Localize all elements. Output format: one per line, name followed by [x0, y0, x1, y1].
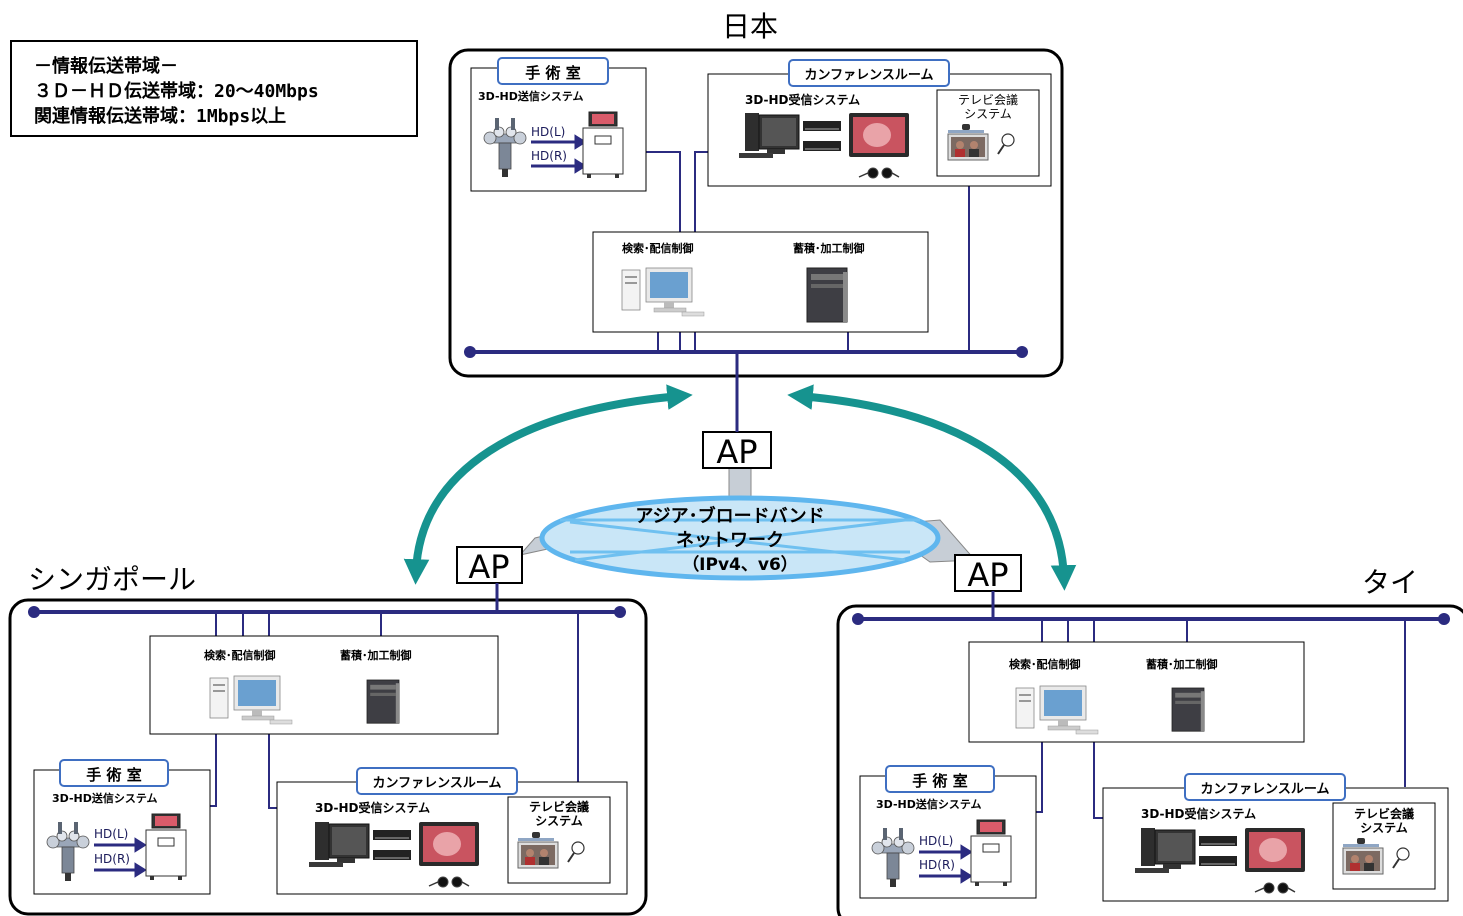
legend-3dhd-bandwidth: ３Ｄ－ＨＤ伝送帯域：20～40Mbps — [34, 80, 319, 102]
ap-label: AP — [967, 556, 1008, 594]
conference-room: カンファレンスルーム 3D-HD受信システム テレビ会議 システム — [707, 59, 1052, 187]
ap-label: AP — [716, 433, 757, 471]
link-arrow-japan-thailand — [787, 384, 1077, 591]
receiver-system-label: 3D-HD受信システム — [745, 92, 860, 107]
operating-room: 手 術 室 3D-HD送信システム HD(L) HD(R) — [859, 765, 1037, 899]
link-arrow-japan-singapore — [403, 384, 693, 585]
sender-system-label: 3D-HD送信システム — [52, 791, 158, 805]
tv-conference-label-line1: テレビ会議 — [529, 799, 589, 814]
tv-conference-label-line2: システム — [1360, 821, 1408, 835]
receiver-system-label: 3D-HD受信システム — [315, 800, 430, 815]
storage-control-label: 蓄積･加工制御 — [340, 648, 412, 662]
conference-room: カンファレンスルーム 3D-HD受信システム テレビ会議 システム — [276, 767, 628, 895]
storage-server-icon — [1171, 687, 1205, 732]
site-thailand: 検索･配信制御 蓄積･加工制御 手 術 室 3D-HD送信システム HD(L) … — [836, 591, 1463, 916]
hd-left-label: HD(L) — [919, 834, 953, 848]
ap-singapore: AP — [456, 546, 523, 586]
operating-room: 手 術 室 3D-HD送信システム HD(L) HD(R) — [470, 57, 647, 192]
tv-conference-label-line1: テレビ会議 — [958, 93, 1018, 107]
sender-cart-icon — [145, 813, 187, 881]
hd-left-label: HD(L) — [531, 125, 565, 139]
storage-control-label: 蓄積･加工制御 — [793, 241, 865, 255]
control-room: 検索･配信制御 蓄積･加工制御 — [149, 635, 499, 735]
hd-right-label: HD(R) — [919, 858, 955, 872]
search-control-label: 検索･配信制御 — [622, 241, 694, 255]
sender-cart-icon — [582, 111, 624, 179]
tv-conference-label-line2: システム — [964, 107, 1012, 121]
site-singapore: 検索･配信制御 蓄積･加工制御 手 術 室 3D-HD送信システム HD(L) … — [8, 583, 648, 916]
bandwidth-legend: －情報伝送帯域－ ３Ｄ－ＨＤ伝送帯域：20～40Mbps 関連情報伝送帯域：1M… — [10, 40, 418, 137]
control-room: 検索･配信制御 蓄積･加工制御 — [968, 641, 1305, 743]
operating-room-label: 手 術 室 — [525, 64, 580, 82]
conference-room-label: カンファレンスルーム — [373, 776, 502, 791]
site-name-thailand: タイ — [1362, 566, 1418, 599]
operating-room-label: 手 術 室 — [86, 766, 141, 784]
conference-room: カンファレンスルーム 3D-HD受信システム テレビ会議 システム — [1102, 773, 1449, 902]
sender-system-label: 3D-HD送信システム — [478, 89, 584, 103]
operating-room-label: 手 術 室 — [912, 772, 967, 790]
legend-related-bandwidth: 関連情報伝送帯域：1Mbps以上 — [34, 105, 286, 127]
receiver-system-label: 3D-HD受信システム — [1141, 806, 1256, 821]
search-control-label: 検索･配信制御 — [1009, 657, 1081, 671]
site-name-singapore: シンガポール — [28, 563, 196, 596]
hd-right-label: HD(R) — [531, 149, 567, 163]
legend-title: －情報伝送帯域－ — [34, 55, 178, 77]
hd-left-label: HD(L) — [94, 827, 128, 841]
network-protocols: （IPv4、v6） — [682, 554, 798, 575]
broadband-network: アジア･ブロードバンド ネットワーク （IPv4、v6） — [518, 459, 977, 581]
search-control-label: 検索･配信制御 — [204, 648, 276, 662]
ap-label: AP — [468, 548, 509, 586]
conference-room-label: カンファレンスルーム — [1201, 782, 1330, 797]
site-japan: 手 術 室 3D-HD送信システム HD(L) HD(R) カンファレンスルーム… — [448, 48, 1064, 432]
site-name-japan: 日本 — [722, 10, 778, 43]
storage-control-label: 蓄積･加工制御 — [1146, 657, 1218, 671]
conference-room-label: カンファレンスルーム — [805, 68, 934, 83]
operating-room: 手 術 室 3D-HD送信システム HD(L) HD(R) — [33, 759, 211, 895]
hd-right-label: HD(R) — [94, 852, 130, 866]
storage-server-icon — [366, 679, 400, 724]
tv-conference-label-line2: システム — [535, 814, 583, 828]
sender-cart-icon — [970, 819, 1012, 887]
network-name-line1: アジア･ブロードバンド — [635, 505, 824, 527]
storage-server-icon — [806, 267, 848, 323]
ap-thailand: AP — [954, 554, 1022, 594]
ap-japan: AP — [702, 431, 772, 471]
sender-system-label: 3D-HD送信システム — [876, 797, 982, 811]
tv-conference-label-line1: テレビ会議 — [1354, 806, 1414, 821]
control-room: 検索･配信制御 蓄積･加工制御 — [592, 231, 929, 333]
network-name-line2: ネットワーク — [676, 530, 784, 551]
